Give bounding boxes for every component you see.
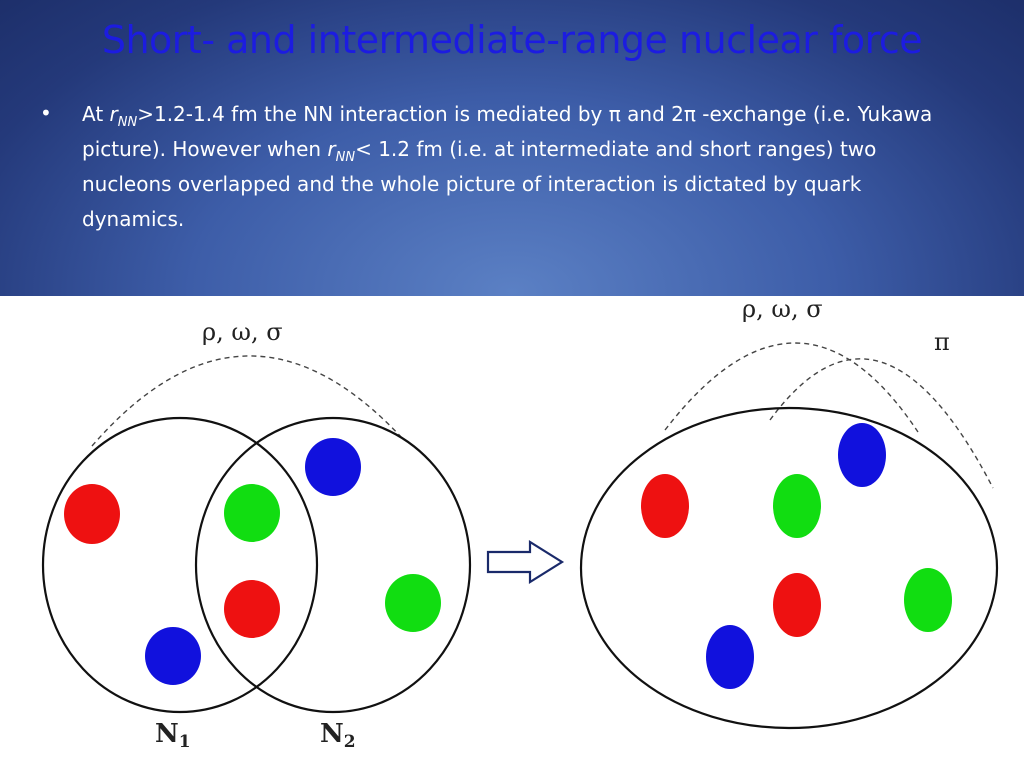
bullet-part-1: At <box>82 102 110 126</box>
blue-quark <box>838 423 886 487</box>
red-quark <box>64 484 120 544</box>
nucleon-2-label: N2 <box>320 719 356 752</box>
bullet-text: At rNN>1.2-1.4 fm the NN interaction is … <box>82 97 962 237</box>
r-symbol-1: r <box>109 102 118 126</box>
right-pion-label: π <box>934 328 950 356</box>
right-pion-exchange-arc <box>769 358 994 489</box>
bullet-marker: • <box>40 101 52 125</box>
green-quark <box>773 474 821 538</box>
nucleon-1-label: N1 <box>155 719 191 752</box>
bullet-part-2: >1.2-1.4 fm the NN interaction is mediat… <box>82 102 933 161</box>
nucleon-diagram: ρ, ω, σ N1 N2 ρ, ω, σ π <box>0 296 1024 768</box>
left-meson-exchange-arc <box>91 355 403 447</box>
nn-subscript-1: NN <box>117 115 138 130</box>
blue-quark <box>305 438 361 496</box>
diagram-canvas: ρ, ω, σ N1 N2 ρ, ω, σ π <box>41 296 999 752</box>
nn-subscript-2: NN <box>335 150 356 165</box>
transition-arrow-icon <box>486 540 565 584</box>
red-quark <box>224 580 280 638</box>
green-quark <box>904 568 952 632</box>
right-meson-label: ρ, ω, σ <box>742 296 823 323</box>
fused-nucleon-ellipse <box>579 406 999 730</box>
red-quark <box>641 474 689 538</box>
nucleon-2-circle <box>194 416 472 714</box>
slide-title: Short- and intermediate-range nuclear fo… <box>101 18 923 62</box>
left-meson-label: ρ, ω, σ <box>202 318 283 346</box>
nucleon-1-circle <box>41 416 319 714</box>
green-quark <box>224 484 280 542</box>
blue-quark <box>706 625 754 689</box>
blue-quark <box>145 627 201 685</box>
r-symbol-2: r <box>327 137 336 161</box>
green-quark <box>385 574 441 632</box>
red-quark <box>773 573 821 637</box>
right-meson-exchange-arc <box>664 342 919 433</box>
bullet-part-3: < 1.2 fm (i.e. at intermediate and short… <box>82 137 877 231</box>
